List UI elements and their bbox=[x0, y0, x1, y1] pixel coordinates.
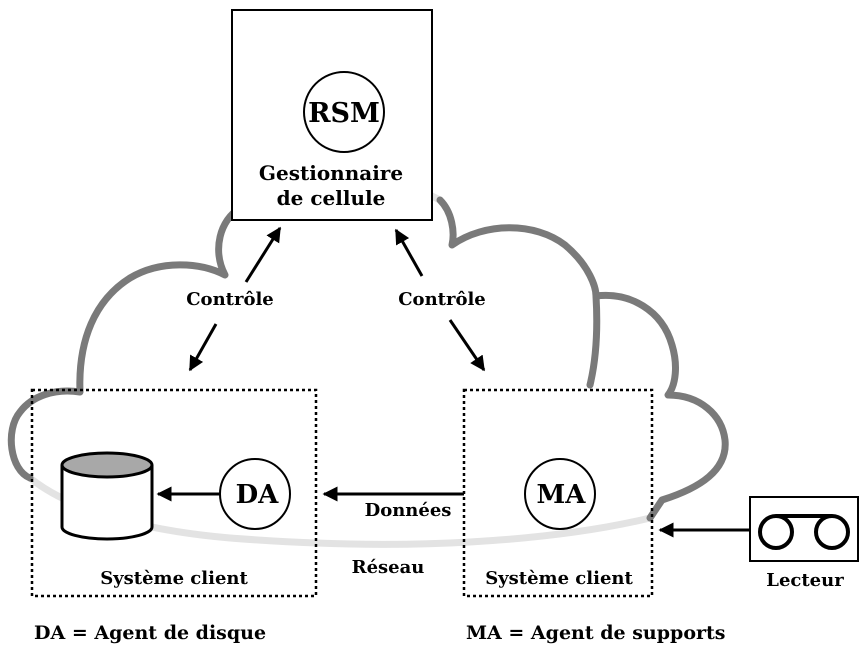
client-system-left: DA Système client bbox=[30, 388, 318, 598]
cylinder-icon bbox=[60, 451, 154, 541]
legend-ma: MA = Agent de supports bbox=[466, 622, 725, 644]
da-agent-label: DA bbox=[236, 480, 280, 510]
rsm-node-icon bbox=[303, 71, 385, 153]
control-label-left: Contrôle bbox=[186, 289, 274, 310]
data-flow-label: Données bbox=[365, 500, 452, 521]
ma-agent-icon bbox=[524, 458, 596, 530]
cell-manager-box: RSM Gestionnaire de cellule bbox=[231, 9, 433, 221]
tape-drive-icon bbox=[758, 514, 850, 550]
cell-manager-title-line2: de cellule bbox=[277, 186, 386, 210]
legend-da: DA = Agent de disque bbox=[34, 622, 266, 644]
client-system-right: MA Système client bbox=[462, 388, 654, 598]
ma-agent-label: MA bbox=[537, 480, 587, 510]
client-right-caption: Système client bbox=[485, 568, 633, 589]
tape-drive: Lecteur bbox=[749, 496, 859, 591]
cell-manager-title-line1: Gestionnaire bbox=[259, 161, 403, 185]
control-arrow-left bbox=[188, 226, 282, 372]
network-label: Réseau bbox=[352, 557, 425, 578]
rsm-node-label: RSM bbox=[308, 98, 380, 129]
control-label-right: Contrôle bbox=[398, 289, 486, 310]
tape-drive-caption: Lecteur bbox=[766, 570, 844, 591]
client-left-caption: Système client bbox=[100, 568, 248, 589]
control-arrow-right bbox=[394, 228, 486, 372]
